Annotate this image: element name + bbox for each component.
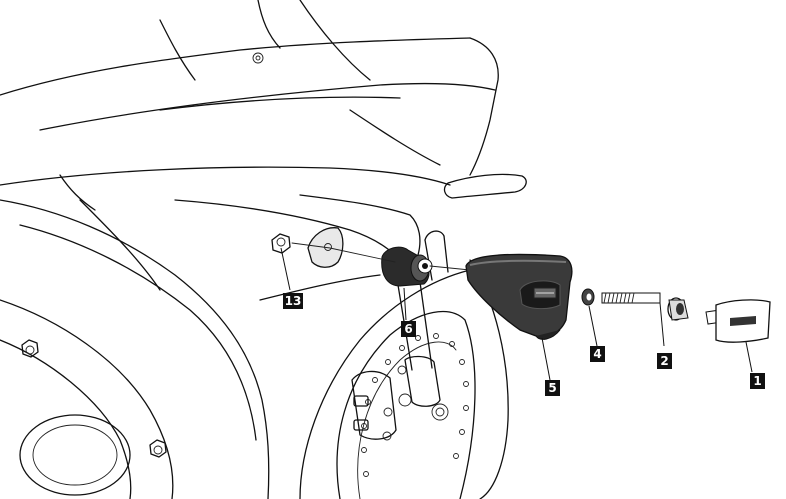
brake-disc-holes [361,333,469,477]
callout-2-text: 2 [660,354,668,368]
part-13-nut-and-plate [271,227,344,291]
callout-4: 4 [590,346,605,362]
callout-5-text: 5 [548,381,556,395]
callout-13-text: 13 [285,294,302,308]
part-6-spacer [381,246,433,321]
callout-6: 6 [401,321,416,337]
fairing-line-art [0,0,527,499]
callout-1: 1 [750,373,765,389]
bolt-thread [603,292,635,304]
callout-5: 5 [545,380,560,396]
callout-1-text: 1 [753,374,761,388]
callout-6-text: 6 [404,322,412,336]
front-wheel-assembly [299,230,509,499]
part-2-bolt [601,292,689,347]
part-4-washer [581,288,598,347]
callout-13: 13 [283,293,303,309]
part-5-slider-body [465,253,573,381]
part-1-cap [705,299,771,373]
callout-2: 2 [657,353,672,369]
callout-4-text: 4 [593,347,601,361]
